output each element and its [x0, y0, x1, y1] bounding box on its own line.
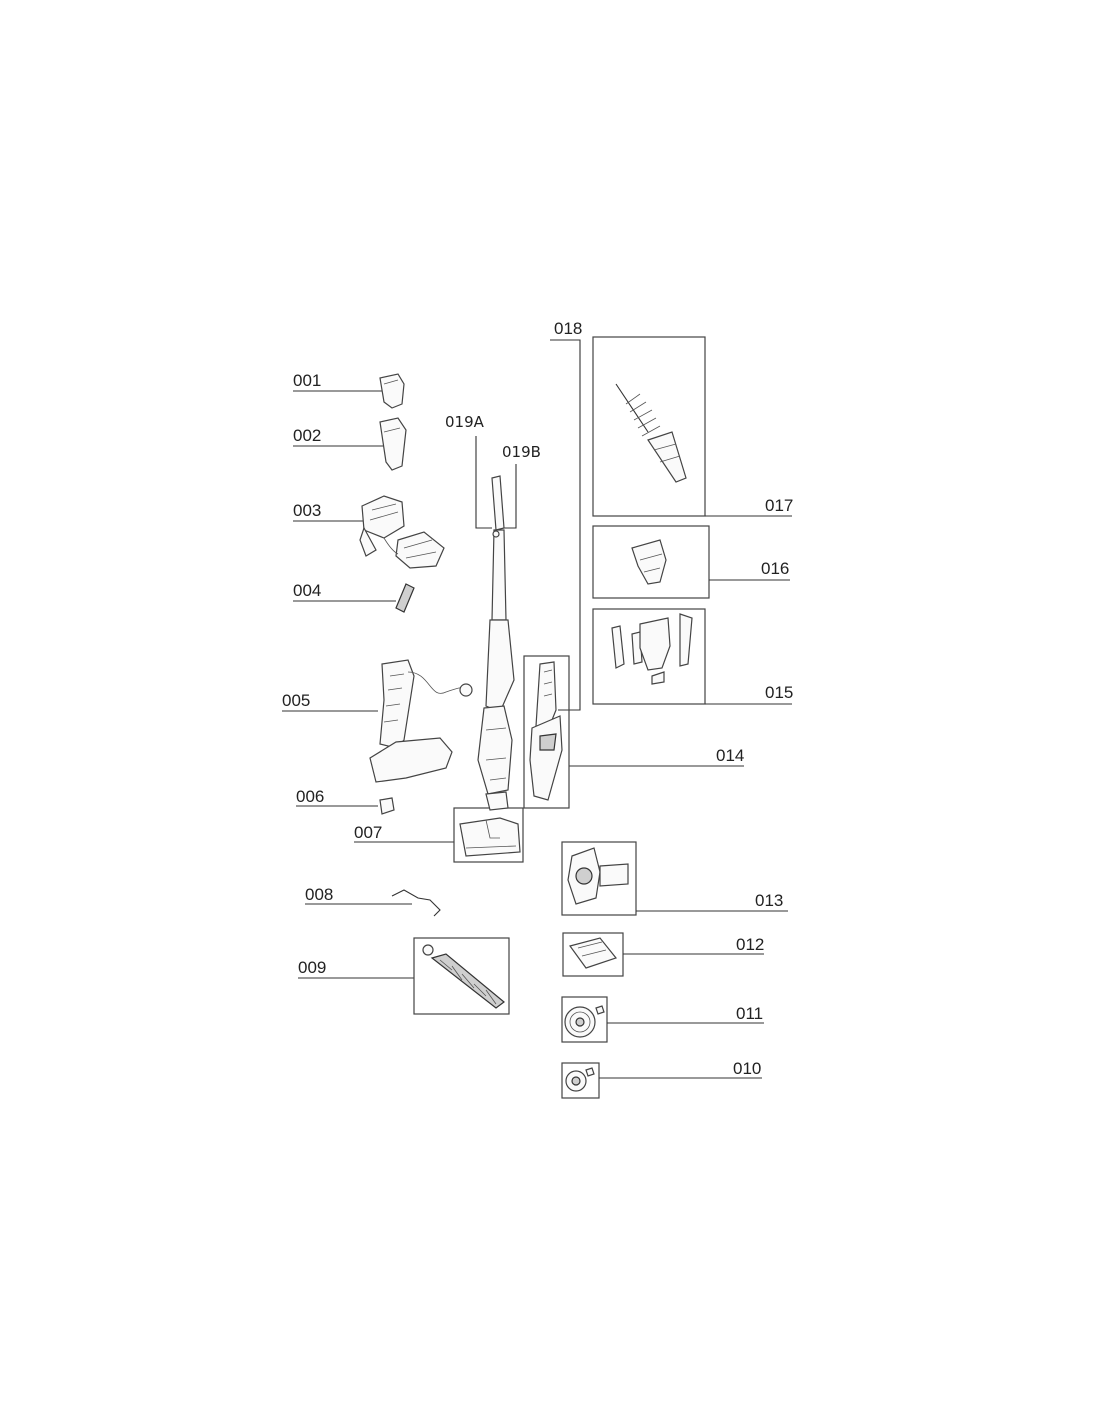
part-007-floor-nozzle: [459, 817, 521, 857]
box-014: [523, 655, 570, 809]
label-008: 008: [305, 885, 333, 904]
callout-015: 015: [705, 683, 793, 705]
label-013: 013: [755, 891, 783, 910]
label-018: 018: [554, 319, 582, 338]
label-003: 003: [293, 501, 321, 520]
callout-004: 004: [293, 581, 396, 602]
callout-006: 006: [296, 787, 378, 807]
callout-014: 014: [569, 746, 744, 767]
box-013: [561, 841, 637, 916]
callout-010: 010: [599, 1059, 762, 1079]
part-002-handle-cover: [379, 417, 407, 471]
label-009: 009: [298, 958, 326, 977]
label-017: 017: [765, 496, 793, 515]
callout-001: 001: [293, 371, 382, 392]
box-011: [561, 996, 608, 1043]
callout-005: 005: [282, 691, 378, 712]
part-stick-vacuum-assembly: [477, 475, 515, 811]
box-010: [561, 1062, 600, 1099]
box-007: [453, 807, 524, 863]
label-011: 011: [736, 1004, 763, 1023]
part-009-brush-roll: [422, 944, 505, 1009]
part-003-battery-pack: [359, 495, 445, 569]
callout-019a: 019A: [445, 413, 492, 529]
callout-013: 013: [636, 891, 788, 912]
part-017-cyclone-filter: [615, 383, 687, 483]
box-015: [592, 608, 706, 705]
part-011-large-wheel: [564, 1005, 605, 1038]
part-006-wheel: [379, 797, 395, 815]
callout-012: 012: [623, 935, 764, 955]
label-012: 012: [736, 935, 764, 954]
callout-008: 008: [305, 885, 412, 905]
callout-011: 011: [607, 1004, 764, 1024]
callout-009: 009: [298, 958, 414, 979]
part-004-switch: [395, 583, 415, 613]
callout-019b: 019B: [502, 443, 541, 529]
part-008-wire-harness: [391, 889, 441, 917]
part-016-prefilter: [631, 539, 667, 585]
part-010-small-wheel: [565, 1067, 595, 1092]
box-017: [592, 336, 706, 517]
label-016: 016: [761, 559, 789, 578]
part-015-dust-container: [611, 613, 693, 685]
label-005: 005: [282, 691, 310, 710]
callout-018: 018: [550, 319, 582, 711]
label-001: 001: [293, 371, 321, 390]
part-005-main-body: [369, 659, 473, 783]
callout-017: 017: [705, 496, 793, 517]
callout-003: 003: [293, 501, 364, 522]
label-007: 007: [354, 823, 382, 842]
label-006: 006: [296, 787, 324, 806]
callout-007: 007: [354, 823, 454, 843]
label-010: 010: [733, 1059, 761, 1078]
callout-016: 016: [709, 559, 790, 581]
label-019a: 019A: [445, 413, 485, 431]
label-015: 015: [765, 683, 793, 702]
box-016: [592, 525, 710, 599]
box-009: [413, 937, 510, 1015]
label-004: 004: [293, 581, 321, 600]
part-014-handheld-unit: [529, 661, 563, 801]
part-001-battery-cap: [379, 373, 405, 409]
label-019b: 019B: [502, 443, 541, 461]
part-013-motor: [567, 847, 629, 905]
label-014: 014: [716, 746, 744, 765]
callout-002: 002: [293, 426, 384, 447]
label-002: 002: [293, 426, 321, 445]
part-012-pcb: [569, 937, 618, 969]
